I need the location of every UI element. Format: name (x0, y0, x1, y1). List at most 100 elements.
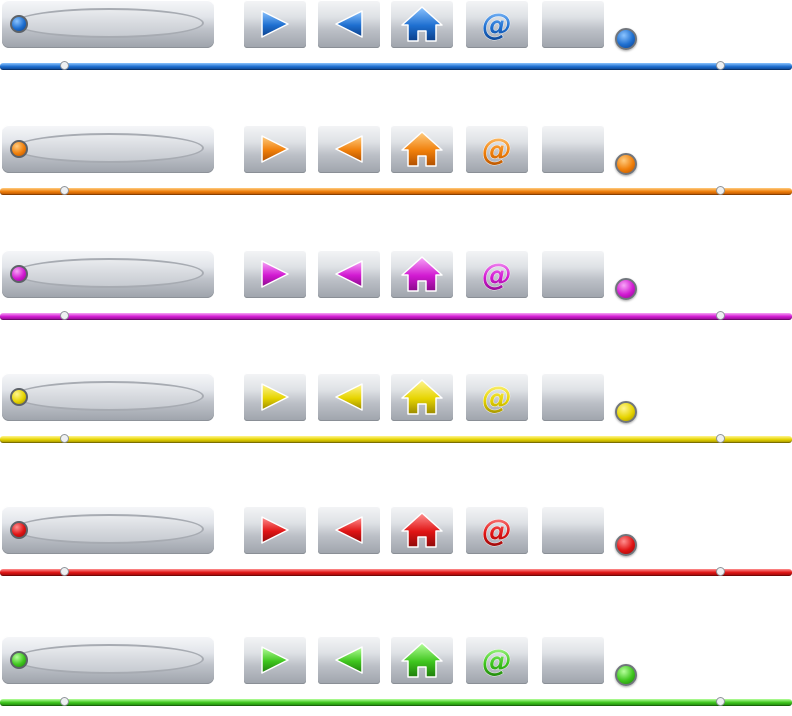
field-indicator-dot (10, 521, 28, 539)
home-button[interactable] (391, 373, 453, 421)
home-button[interactable] (391, 0, 453, 48)
next-button[interactable] (244, 250, 306, 298)
email-button[interactable]: @ (466, 0, 528, 48)
round-knob-button[interactable] (615, 534, 637, 556)
home-button[interactable] (391, 636, 453, 684)
rail-handle-right[interactable] (716, 311, 725, 320)
play-left-icon-shape (335, 260, 363, 288)
home-button[interactable] (391, 125, 453, 173)
field-bar[interactable] (2, 125, 214, 173)
at-sign-glyph: @ (482, 644, 512, 679)
field-oval-inset (14, 381, 204, 411)
previous-button[interactable] (318, 506, 380, 554)
email-button[interactable]: @ (466, 373, 528, 421)
round-knob-button[interactable] (615, 28, 637, 50)
blank-button[interactable] (542, 125, 604, 173)
play-right-icon-shape (261, 516, 289, 544)
rail-handle-right[interactable] (716, 697, 725, 706)
field-indicator-dot (10, 388, 28, 406)
previous-button[interactable] (318, 250, 380, 298)
field-oval-inset (14, 644, 204, 674)
rail-handle-right[interactable] (716, 434, 725, 443)
play-left-icon-shape (335, 10, 363, 38)
slider-rail[interactable] (0, 186, 792, 195)
blank-button[interactable] (542, 506, 604, 554)
round-knob-button[interactable] (615, 401, 637, 423)
next-button[interactable] (244, 506, 306, 554)
field-bar[interactable] (2, 250, 214, 298)
rail-handle-right[interactable] (716, 61, 725, 70)
home-icon-shape (401, 642, 443, 678)
field-oval-inset (14, 8, 204, 38)
field-bar[interactable] (2, 0, 214, 48)
rail-handle-left[interactable] (60, 61, 69, 70)
slider-rail[interactable] (0, 567, 792, 576)
field-oval-inset (14, 514, 204, 544)
rail-handle-left[interactable] (60, 697, 69, 706)
field-indicator-dot (10, 15, 28, 33)
kit-row-yellow: @ (0, 373, 792, 453)
rail-handle-right[interactable] (716, 186, 725, 195)
slider-rail[interactable] (0, 434, 792, 443)
next-button[interactable] (244, 125, 306, 173)
blank-button[interactable] (542, 250, 604, 298)
home-icon-shape (401, 512, 443, 548)
field-oval-inset (14, 133, 204, 163)
play-right-icon-shape (261, 383, 289, 411)
slider-rail[interactable] (0, 61, 792, 70)
previous-button[interactable] (318, 0, 380, 48)
home-icon-shape (401, 379, 443, 415)
play-left-icon-shape (335, 135, 363, 163)
kit-row-red: @ (0, 506, 792, 586)
email-button[interactable]: @ (466, 506, 528, 554)
home-button[interactable] (391, 506, 453, 554)
field-indicator-dot (10, 265, 28, 283)
rail-handle-right[interactable] (716, 567, 725, 576)
home-icon-shape (401, 131, 443, 167)
next-button[interactable] (244, 636, 306, 684)
email-button[interactable]: @ (466, 636, 528, 684)
round-knob-button[interactable] (615, 278, 637, 300)
previous-button[interactable] (318, 373, 380, 421)
at-sign-glyph: @ (482, 8, 512, 43)
home-icon-shape (401, 256, 443, 292)
round-knob-button[interactable] (615, 664, 637, 686)
field-bar[interactable] (2, 636, 214, 684)
previous-button[interactable] (318, 125, 380, 173)
blank-button[interactable] (542, 636, 604, 684)
blank-button[interactable] (542, 0, 604, 48)
blank-button[interactable] (542, 373, 604, 421)
rail-handle-left[interactable] (60, 567, 69, 576)
play-left-icon-shape (335, 646, 363, 674)
next-button[interactable] (244, 0, 306, 48)
kit-row-green: @ (0, 636, 792, 716)
play-right-icon-shape (261, 10, 289, 38)
play-right-icon-shape (261, 135, 289, 163)
slider-rail[interactable] (0, 697, 792, 706)
round-knob-button[interactable] (615, 153, 637, 175)
field-oval-inset (14, 258, 204, 288)
rail-handle-left[interactable] (60, 311, 69, 320)
at-sign-glyph: @ (482, 133, 512, 168)
rail-handle-left[interactable] (60, 434, 69, 443)
home-icon-shape (401, 6, 443, 42)
email-button[interactable]: @ (466, 250, 528, 298)
at-sign-glyph: @ (482, 258, 512, 293)
home-button[interactable] (391, 250, 453, 298)
play-right-icon-shape (261, 260, 289, 288)
kit-row-blue: @ (0, 0, 792, 80)
previous-button[interactable] (318, 636, 380, 684)
kit-row-magenta: @ (0, 250, 792, 330)
kit-row-orange: @ (0, 125, 792, 205)
play-left-icon-shape (335, 516, 363, 544)
rail-handle-left[interactable] (60, 186, 69, 195)
email-button[interactable]: @ (466, 125, 528, 173)
slider-rail[interactable] (0, 311, 792, 320)
at-sign-glyph: @ (482, 514, 512, 549)
field-bar[interactable] (2, 506, 214, 554)
at-sign-glyph: @ (482, 381, 512, 416)
play-left-icon-shape (335, 383, 363, 411)
next-button[interactable] (244, 373, 306, 421)
field-bar[interactable] (2, 373, 214, 421)
play-right-icon-shape (261, 646, 289, 674)
